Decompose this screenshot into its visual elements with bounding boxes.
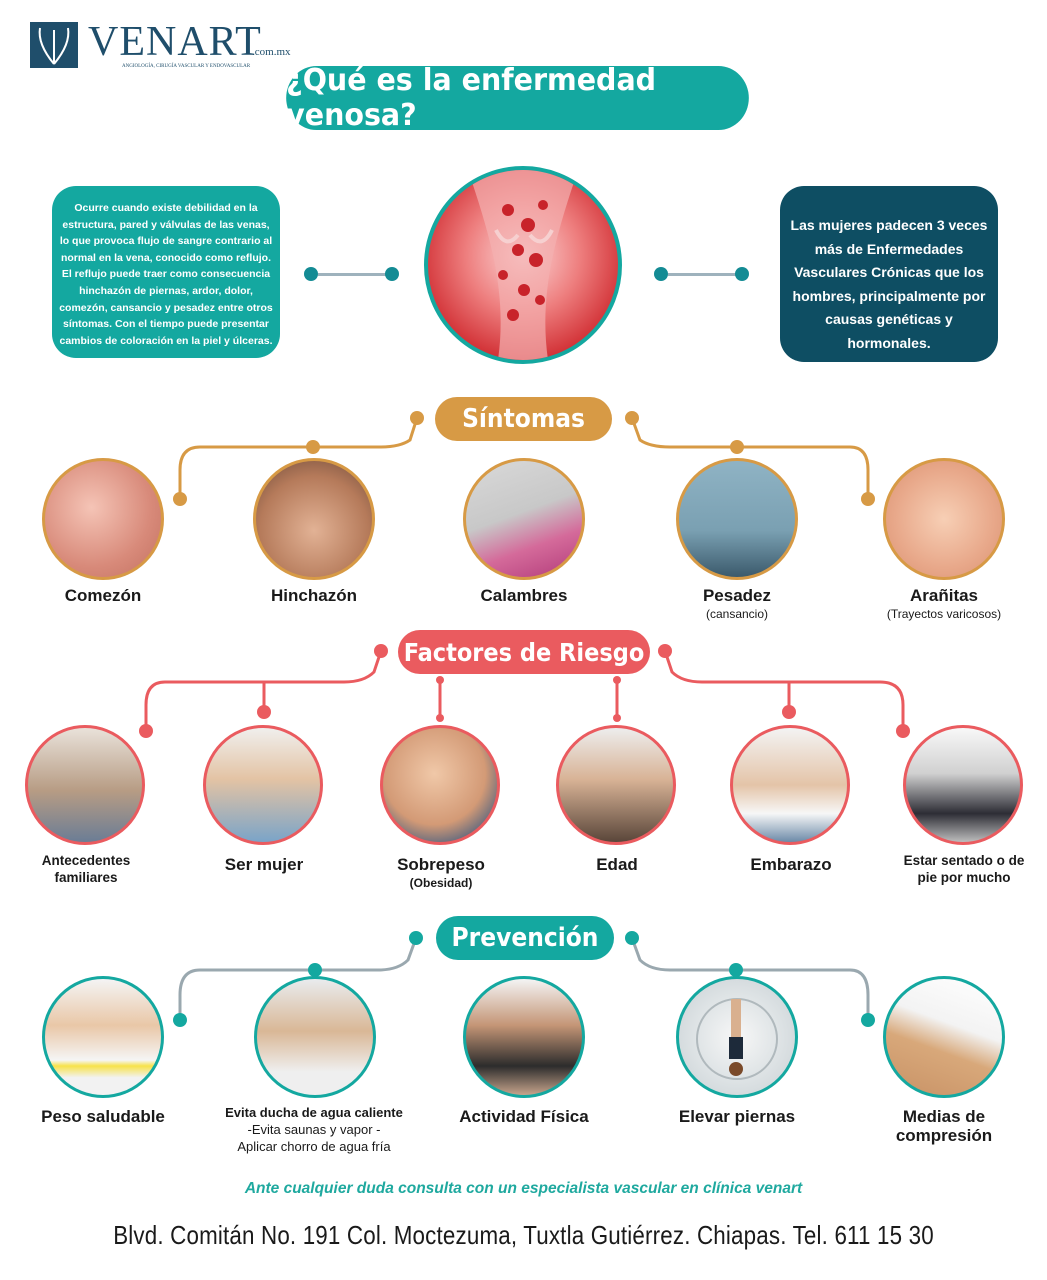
symptom-label: Hinchazón bbox=[271, 586, 357, 605]
connector-line bbox=[318, 273, 386, 276]
symptom-image-hinchazon bbox=[253, 458, 375, 580]
connector-line bbox=[668, 273, 736, 276]
symptom-label: Pesadez bbox=[702, 586, 772, 605]
vein-illustration-image bbox=[424, 166, 622, 364]
connector-dot bbox=[735, 267, 749, 281]
risk-image-mujer bbox=[203, 725, 323, 845]
prevention-image-actividad bbox=[463, 976, 585, 1098]
symptom-sublabel: (Trayectos varicosos) bbox=[886, 607, 1002, 621]
prevention-label: Peso saludable bbox=[41, 1107, 165, 1126]
brand-tagline: ANGIOLOGÍA, CIRUGÍA VASCULAR Y ENDOVASCU… bbox=[122, 64, 251, 69]
prevention-image-ducha bbox=[254, 976, 376, 1098]
symptom-label: Arañitas bbox=[909, 586, 979, 605]
symptom-sublabel: (cansancio) bbox=[705, 607, 769, 621]
risk-image-edad bbox=[556, 725, 676, 845]
risk-image-sentado bbox=[903, 725, 1023, 845]
section-title-sintomas: Síntomas bbox=[435, 397, 612, 441]
prevention-label: Medias de compresión bbox=[895, 1107, 993, 1145]
section-title-prevencion: Prevención bbox=[436, 916, 614, 960]
prevention-sublabel-2: Aplicar chorro de agua fría bbox=[237, 1139, 391, 1154]
prevention-label: Evita ducha de agua caliente bbox=[225, 1105, 403, 1120]
prevention-label: Elevar piernas bbox=[678, 1107, 796, 1126]
page-title: ¿Qué es la enfermedad venosa? bbox=[286, 63, 749, 133]
prevention-sublabel: -Evita saunas y vapor - bbox=[247, 1122, 381, 1137]
risk-label: Embarazo bbox=[750, 855, 832, 874]
brand-name: VENART bbox=[88, 19, 262, 65]
symptom-image-aranitas bbox=[883, 458, 1005, 580]
risk-image-embarazo bbox=[730, 725, 850, 845]
risk-sublabel: (Obesidad) bbox=[409, 876, 473, 890]
footer-address: Blvd. Comitán No. 191 Col. Moctezuma, Tu… bbox=[113, 1220, 934, 1250]
risk-label: Edad bbox=[596, 855, 638, 874]
intro-right-box: Las mujeres padecen 3 veces más de Enfer… bbox=[780, 186, 998, 362]
prevention-image-elevar bbox=[676, 976, 798, 1098]
prevention-image-medias bbox=[883, 976, 1005, 1098]
intro-left-box: Ocurre cuando existe debilidad en la est… bbox=[52, 186, 280, 358]
section-title-factores: Factores de Riesgo bbox=[398, 630, 650, 674]
risk-label: Ser mujer bbox=[224, 855, 304, 874]
brand-logo[interactable]: VENART .com.mx ANGIOLOGÍA, CIRUGÍA VASCU… bbox=[30, 19, 291, 72]
symptom-image-calambres bbox=[463, 458, 585, 580]
symptom-label: Comezón bbox=[64, 586, 142, 605]
brand-domain: .com.mx bbox=[252, 46, 291, 58]
footer-note: Ante cualquier duda consulta con un espe… bbox=[244, 1180, 803, 1197]
connector-dot bbox=[304, 267, 318, 281]
prevention-label: Actividad Física bbox=[459, 1107, 589, 1126]
connector-dot bbox=[654, 267, 668, 281]
risk-label: Antecedentes familiares bbox=[41, 853, 131, 885]
symptom-label: Calambres bbox=[480, 586, 568, 605]
prevention-image-peso bbox=[42, 976, 164, 1098]
risk-image-sobrepeso bbox=[380, 725, 500, 845]
risk-image-familia bbox=[25, 725, 145, 845]
risk-label: Sobrepeso bbox=[397, 855, 485, 874]
symptom-image-pesadez bbox=[676, 458, 798, 580]
leaf-logo-icon bbox=[30, 22, 78, 68]
symptom-image-comezon bbox=[42, 458, 164, 580]
connector-dot bbox=[385, 267, 399, 281]
risk-label: Estar sentado o de pie por mucho bbox=[903, 853, 1025, 885]
